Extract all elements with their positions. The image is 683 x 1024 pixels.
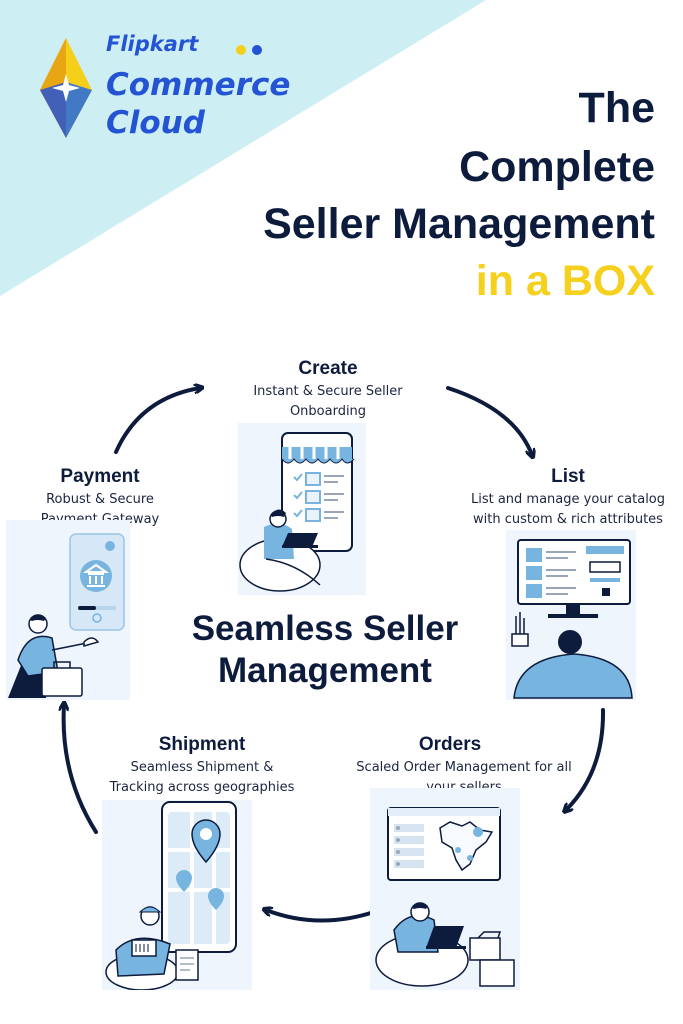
bank-phone-icon [8,533,125,698]
create-title: Create [298,358,358,379]
headline-line-3: Seller Management [263,200,655,248]
catalog-monitor-icon [511,539,633,699]
center-title-line-1: Seamless Seller [191,609,459,648]
arrow-list-to-orders [566,708,606,810]
center-title-line-2: Management [218,651,432,690]
list-desc-1: List and manage your catalog [470,492,666,507]
brand-dot-blue [252,45,262,55]
brand-line-1: Flipkart [106,32,199,56]
shipment-desc-2: Tracking across geographies [109,780,295,795]
create-desc-2: Onboarding [289,404,367,419]
arrow-payment-to-create [114,388,200,454]
order-map-icon [375,807,515,987]
brand-line-3: Cloud [106,105,205,141]
brand-line-2: Commerce [106,67,291,103]
shipment-desc-1: Seamless Shipment & [130,760,274,775]
list-desc-2: with custom & rich attributes [473,512,663,527]
payment-title: Payment [60,466,140,487]
arrow-create-to-list [446,386,532,455]
orders-desc-1: Scaled Order Management for all [356,760,572,775]
arrow-orders-to-shipment [266,910,376,923]
headline-line-4: in a BOX [475,257,655,305]
brand-dot-yellow [236,45,246,55]
headline-line-2: Complete [459,143,655,191]
cycle-arrows [0,360,606,923]
arrow-shipment-to-payment [64,705,98,834]
diamond-logo-icon [40,38,92,138]
headline-line-1: The [578,84,655,132]
shipment-title: Shipment [158,734,246,755]
payment-desc-1: Robust & Secure [46,492,154,507]
orders-title: Orders [418,734,482,755]
tracking-phone-icon [105,801,237,990]
storefront-phone-icon [239,432,355,592]
header-banner [0,0,486,296]
list-title: List [551,466,585,487]
create-desc-1: Instant & Secure Seller [253,384,403,399]
